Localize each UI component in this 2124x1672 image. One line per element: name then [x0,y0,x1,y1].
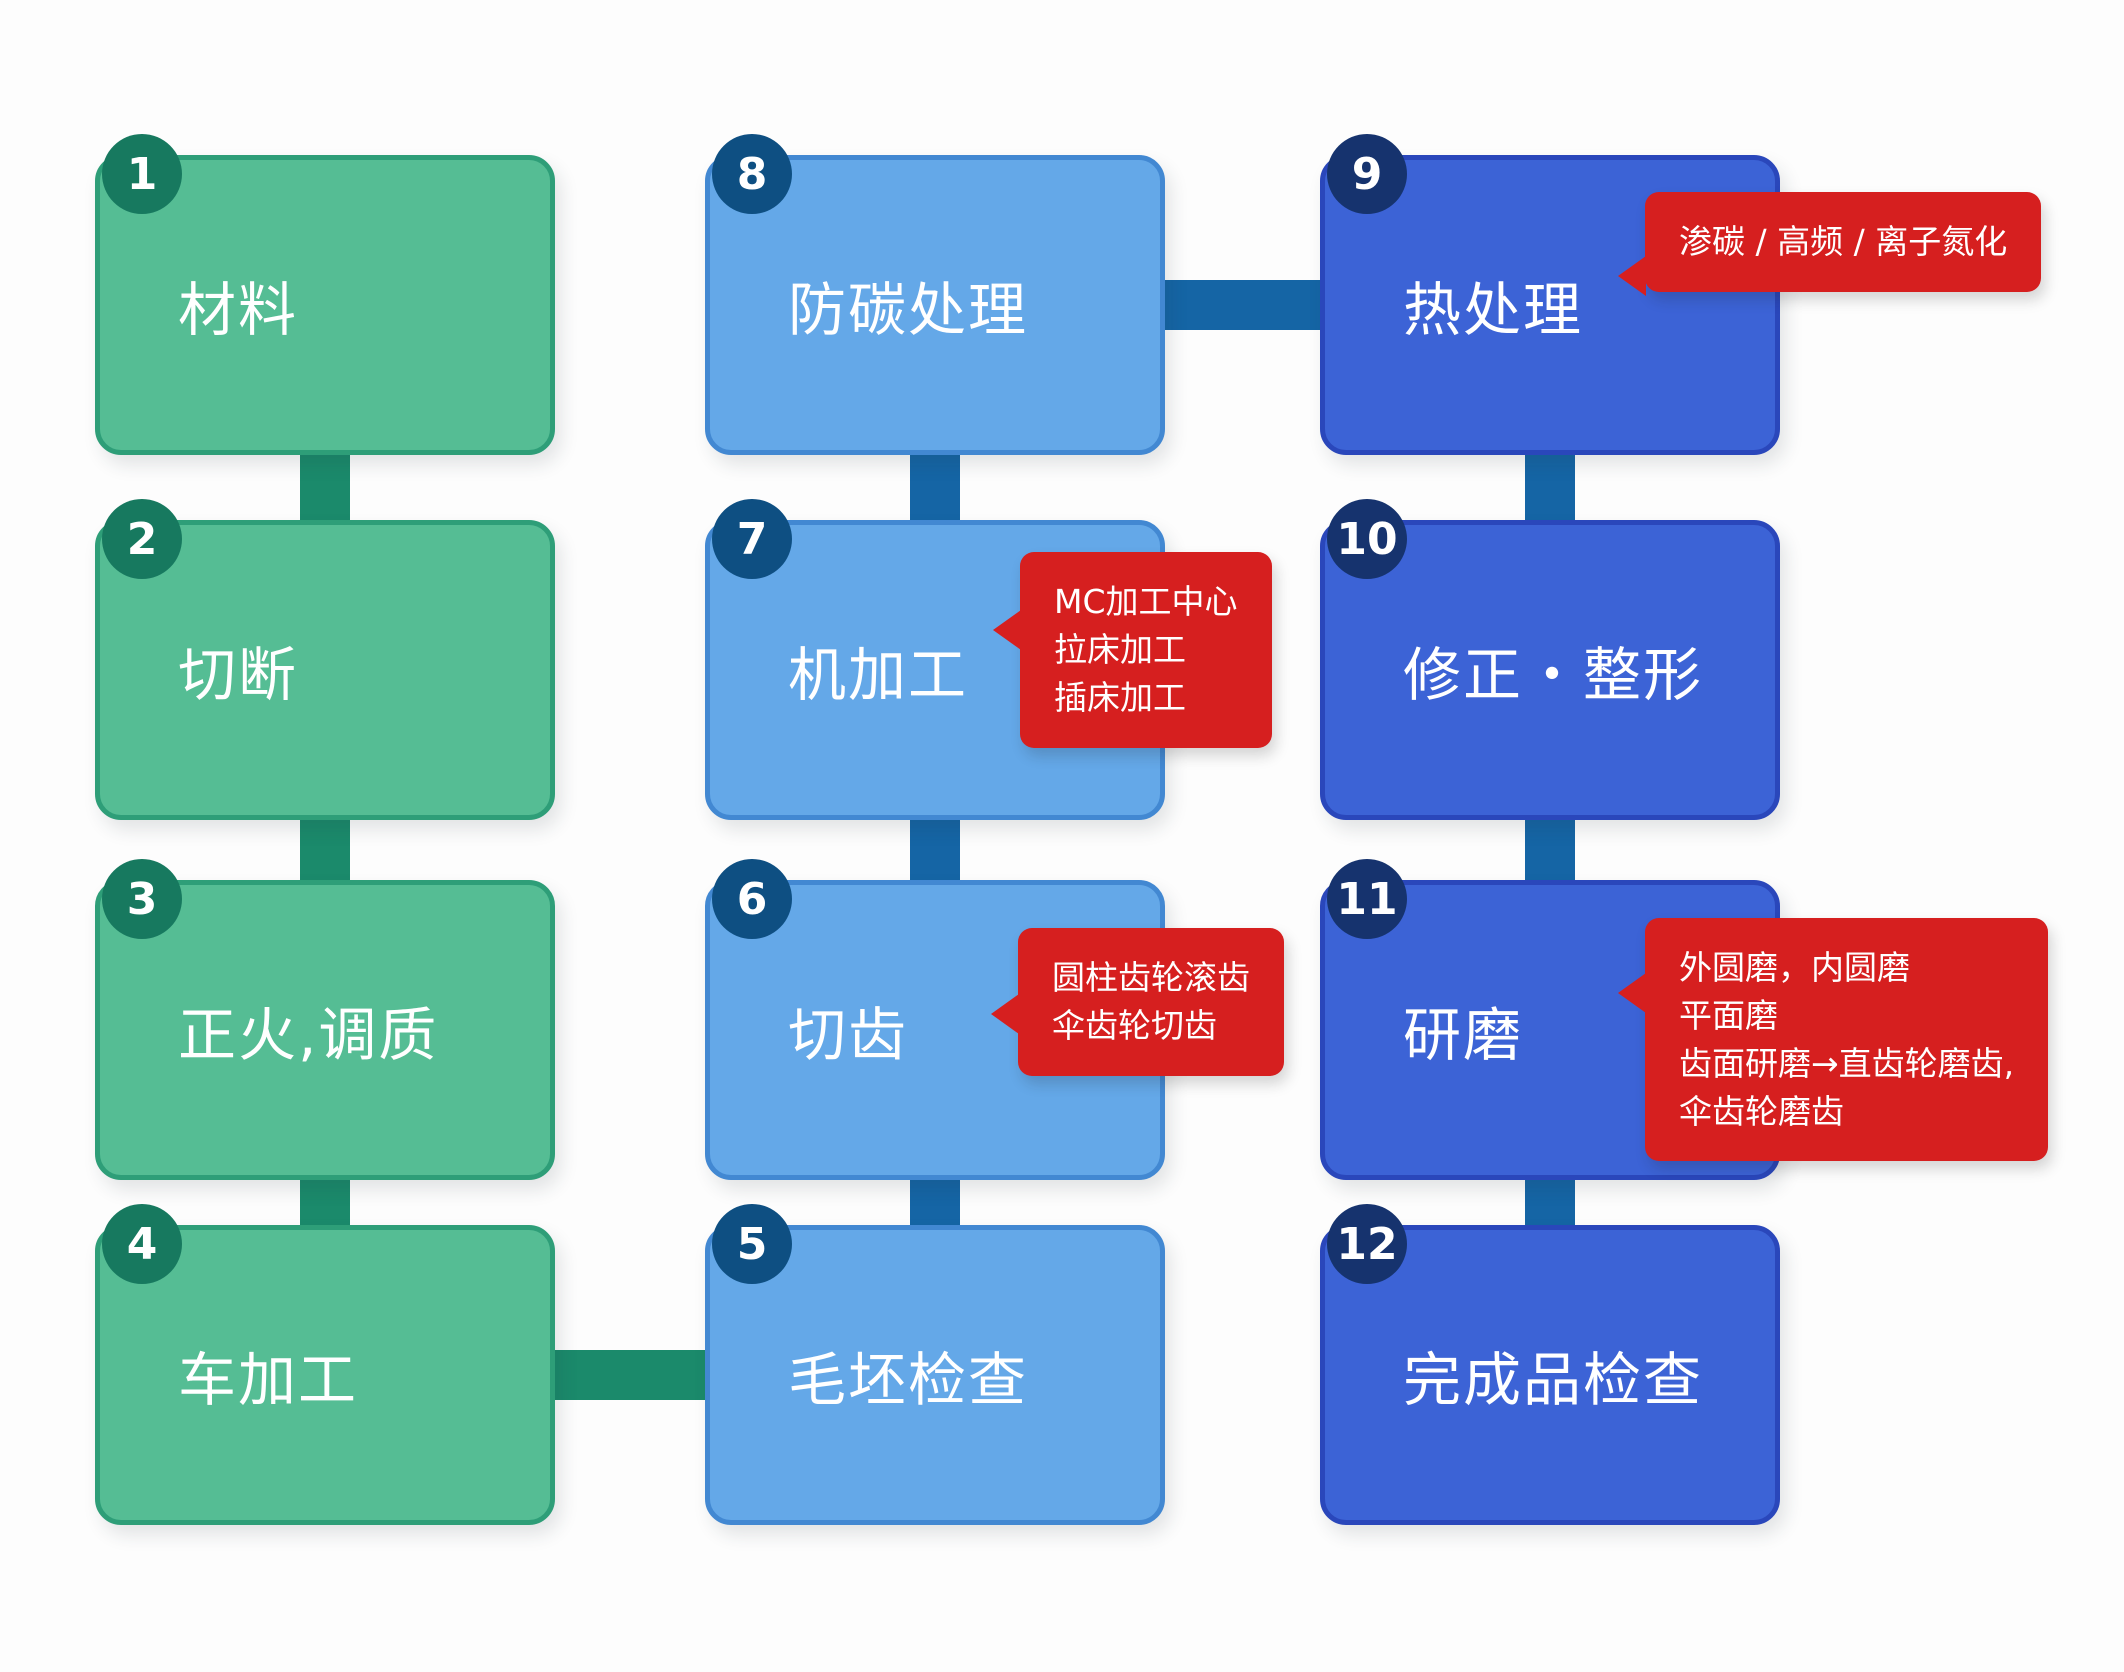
step-box-cutting-off: 2 切断 [95,499,555,820]
step-label: 切断 [178,641,299,709]
callout-tail-icon [1618,256,1646,296]
callout-tail-icon [991,994,1019,1034]
step-number-badge: 7 [712,499,792,579]
step-label: 毛坯检查 [788,1346,1029,1414]
callout-line: 插床加工 [1054,677,1186,717]
callout-heat-treatment: 渗碳 / 高频 / 离子氮化 [1618,192,2042,296]
callout-line: 平面磨 [1679,995,1778,1035]
step-number-badge: 5 [712,1204,792,1284]
step-label: 完成品检查 [1403,1346,1704,1414]
step-label: 研磨 [1403,1001,1524,1069]
step-box-final-inspection: 12 完成品检查 [1320,1204,1780,1525]
step-number-badge: 9 [1327,134,1407,214]
step-box-turning: 4 车加工 [95,1204,555,1525]
step-box-correction-shaping: 10 修正・整形 [1320,499,1780,820]
step-label: 热处理 [1403,276,1584,344]
step-number-badge: 2 [102,499,182,579]
step-label: 机加工 [788,641,969,709]
step-number-badge: 10 [1327,499,1407,579]
step-box-blank-inspection: 5 毛坯检查 [705,1204,1165,1525]
step-number-badge: 12 [1327,1204,1407,1284]
callout-gear-cutting: 圆柱齿轮滚齿 伞齿轮切齿 [991,928,1284,1076]
step-label: 车加工 [178,1346,359,1414]
connector-8-9 [1155,280,1330,330]
step-number-badge: 8 [712,134,792,214]
callout-line: 拉床加工 [1054,629,1186,669]
step-label: 防碳处理 [788,276,1029,344]
step-box-normalizing: 3 正火,调质 [95,859,555,1180]
callout-tail-icon [1618,973,1646,1013]
step-label: 材料 [178,276,299,344]
step-number-badge: 6 [712,859,792,939]
callout-line: 齿面研磨→直齿轮磨齿, [1679,1043,2015,1083]
step-number-badge: 4 [102,1204,182,1284]
callout-line: 圆柱齿轮滚齿 [1052,958,1250,997]
callout-line: 伞齿轮磨齿 [1679,1091,1844,1131]
callout-tail-icon [993,610,1021,650]
step-box-material: 1 材料 [95,134,555,455]
callout-line: 伞齿轮切齿 [1052,1005,1217,1045]
callout-machining: MC加工中心 拉床加工 插床加工 [993,552,1272,748]
step-label: 修正・整形 [1403,641,1704,709]
step-label: 正火,调质 [178,1001,439,1069]
callout-grinding: 外圆磨，内圆磨 平面磨 齿面研磨→直齿轮磨齿, 伞齿轮磨齿 [1618,918,2049,1162]
callout-line: 外圆磨，内圆磨 [1679,948,1910,987]
callout-line: 渗碳 / 高频 / 离子氮化 [1679,222,2008,261]
step-number-badge: 1 [102,134,182,214]
connector-4-5 [545,1350,715,1400]
callout-line: MC加工中心 [1054,582,1238,621]
step-label: 切齿 [788,1001,909,1069]
step-number-badge: 11 [1327,859,1407,939]
step-box-heat-treatment: 9 热处理 [1320,134,1780,455]
step-number-badge: 3 [102,859,182,939]
step-box-anti-carburizing: 8 防碳处理 [705,134,1165,455]
